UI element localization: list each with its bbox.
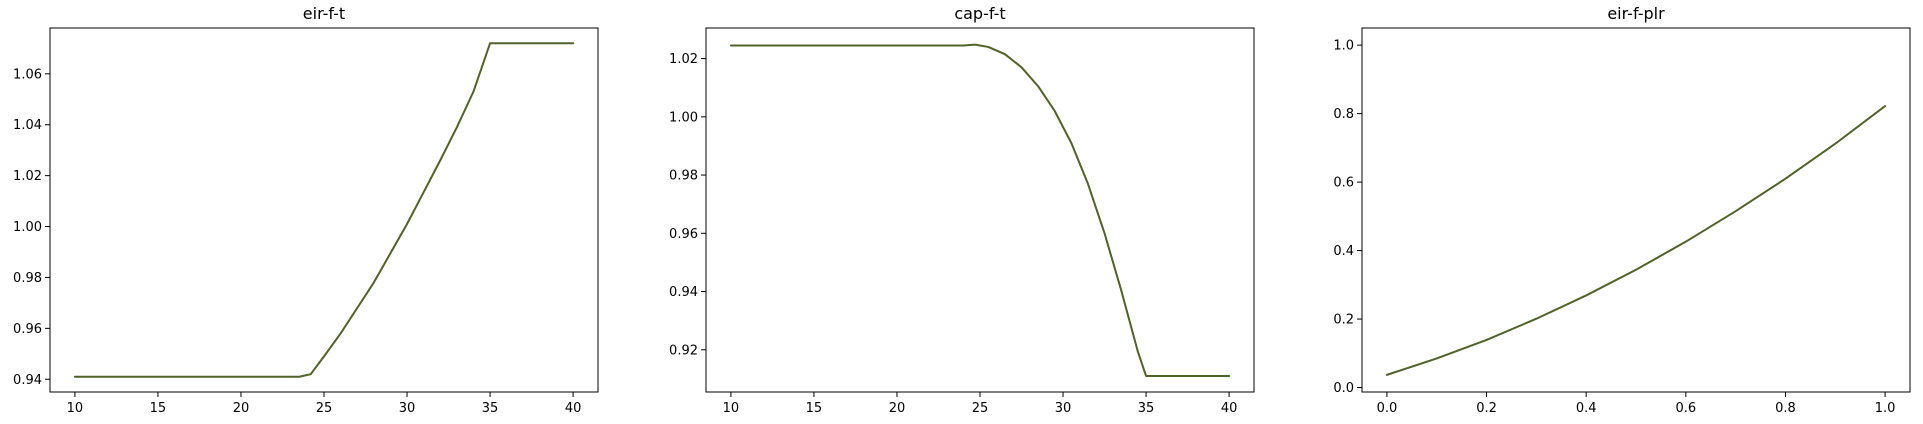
chart-2-series-line	[729, 43, 1231, 377]
x-tick-label: 25	[316, 401, 333, 416]
x-tick-label: 20	[889, 401, 906, 416]
y-tick-label: 0.94	[13, 373, 42, 388]
x-tick-label: 30	[399, 401, 416, 416]
x-tick-label: 0.4	[1576, 401, 1597, 416]
y-tick-label: 0.8	[1333, 107, 1354, 122]
x-tick-label: 1.0	[1875, 401, 1896, 416]
x-tick-label: 40	[1221, 401, 1238, 416]
chart-title-1: eir-f-t	[303, 4, 345, 23]
y-tick-label: 0.0	[1333, 381, 1354, 396]
y-tick-label: 0.92	[669, 343, 698, 358]
x-tick-label: 35	[1138, 401, 1155, 416]
chart-1-frame	[49, 27, 599, 393]
y-tick-label: 0.6	[1333, 176, 1354, 191]
y-tick-label: 0.96	[13, 322, 42, 337]
x-tick-label: 35	[482, 401, 499, 416]
y-tick-label: 1.04	[13, 118, 42, 133]
y-tick-label: 0.98	[669, 169, 698, 184]
x-tick-label: 30	[1055, 401, 1072, 416]
x-tick-label: 0.8	[1775, 401, 1796, 416]
x-tick-label: 15	[150, 401, 167, 416]
x-tick-label: 10	[723, 401, 740, 416]
chart-3-frame	[1361, 27, 1911, 393]
x-tick-label: 0.0	[1377, 401, 1398, 416]
chart-title-3: eir-f-plr	[1607, 4, 1665, 23]
y-tick-label: 0.96	[669, 227, 698, 242]
chart-title-2: cap-f-t	[954, 4, 1005, 23]
y-tick-label: 1.06	[13, 67, 42, 82]
x-tick-label: 20	[233, 401, 250, 416]
chart-2-frame	[705, 27, 1255, 393]
y-tick-label: 1.0	[1333, 39, 1354, 54]
x-tick-label: 10	[67, 401, 84, 416]
x-tick-label: 40	[565, 401, 582, 416]
y-tick-label: 0.2	[1333, 313, 1354, 328]
y-tick-label: 0.4	[1333, 244, 1354, 259]
y-tick-label: 1.02	[13, 169, 42, 184]
y-tick-label: 1.00	[13, 220, 42, 235]
chart-3-series-line	[1385, 105, 1887, 376]
x-tick-label: 15	[806, 401, 823, 416]
y-tick-label: 0.94	[669, 285, 698, 300]
x-tick-label: 0.2	[1476, 401, 1497, 416]
x-tick-label: 25	[972, 401, 989, 416]
y-tick-label: 0.98	[13, 271, 42, 286]
y-tick-label: 1.00	[669, 110, 698, 125]
chart-1-series-line	[73, 42, 575, 378]
y-tick-label: 1.02	[669, 52, 698, 67]
x-tick-label: 0.6	[1675, 401, 1696, 416]
